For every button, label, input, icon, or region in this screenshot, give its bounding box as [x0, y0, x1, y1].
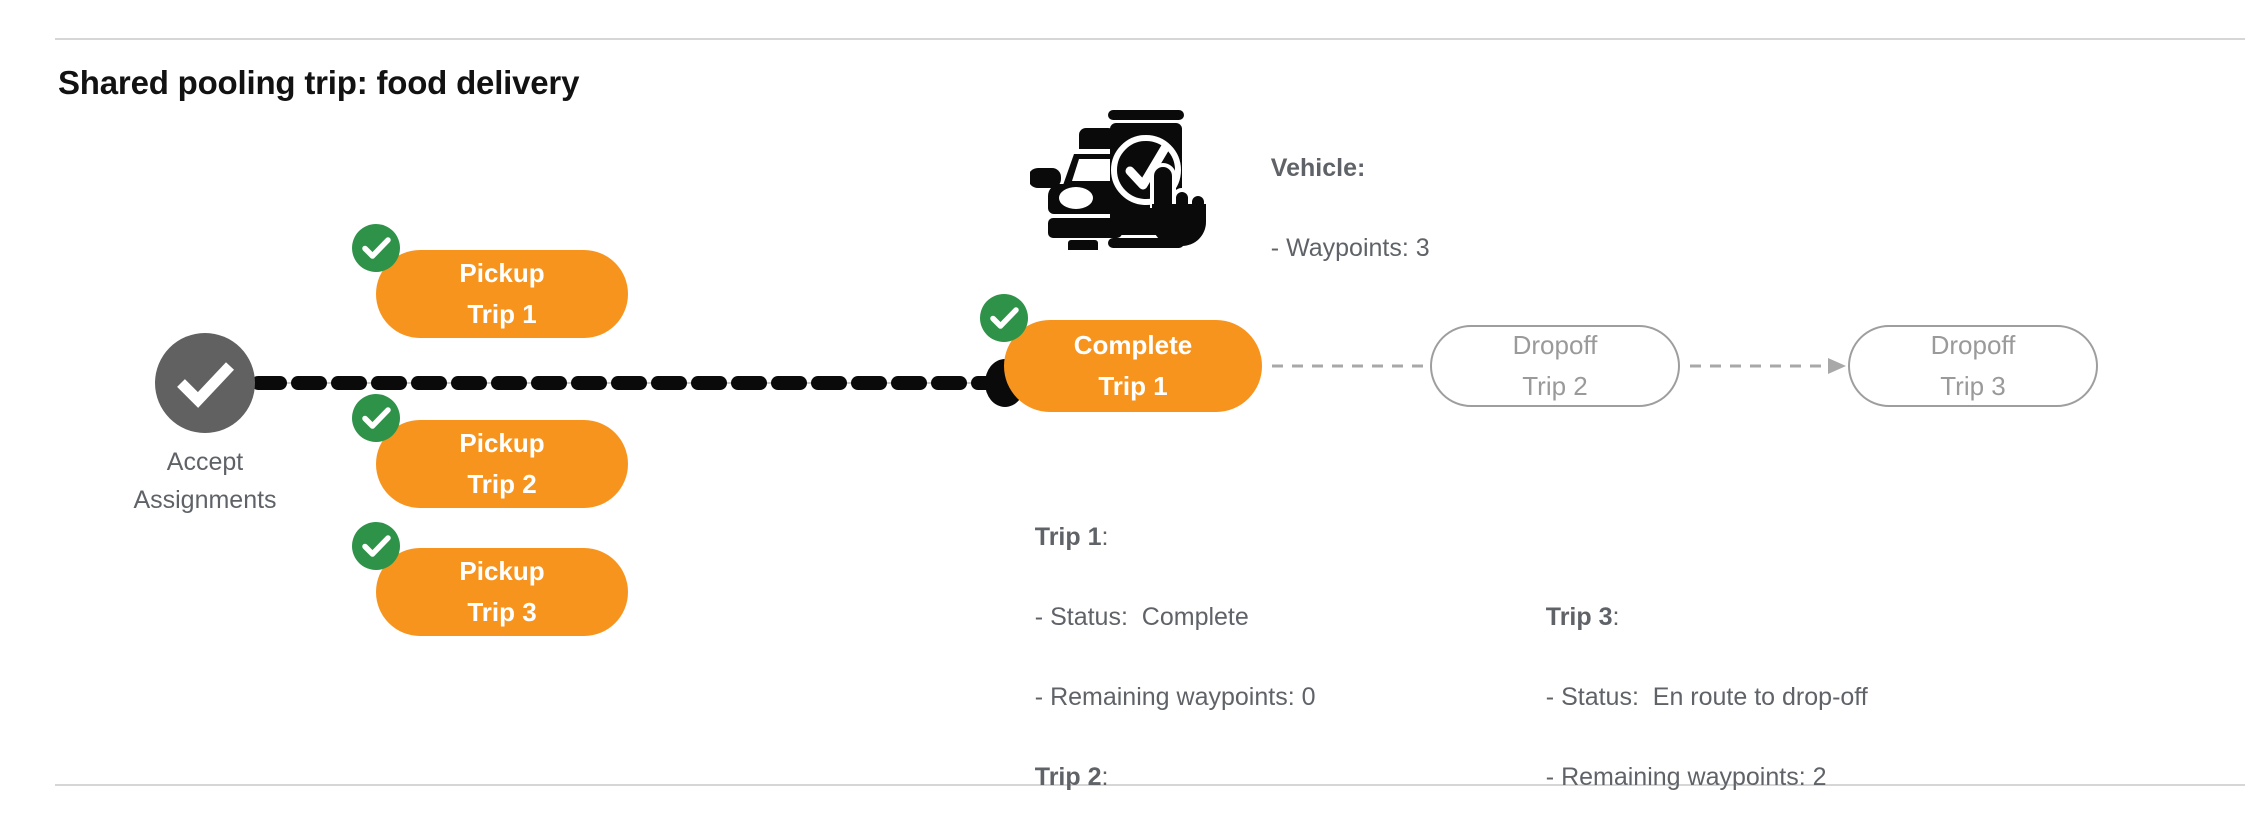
node-pickup-trip-3[interactable]: Pickup Trip 3	[352, 522, 628, 636]
trip-1-waypoints-line: - Remaining waypoints: 0	[1034, 683, 1316, 711]
arrowhead-icon	[1828, 358, 1846, 374]
completed-check-badge	[352, 394, 400, 442]
trip-3-waypoints-line: - Remaining waypoints: 2	[1545, 763, 1827, 791]
vehicle-waypoints-line: - Waypoints: 3	[1270, 234, 1430, 262]
vehicle-info-heading: Vehicle:	[1270, 154, 1366, 182]
pickup-3-line1: Pickup	[459, 556, 545, 586]
bottom-divider	[55, 784, 2245, 786]
pickup-3-line2: Trip 3	[467, 597, 537, 627]
pickup-2-line1: Pickup	[459, 428, 545, 458]
trip-2-heading-colon: :	[1101, 763, 1109, 791]
top-divider	[55, 38, 2245, 40]
node-dropoff-trip-3[interactable]: Dropoff Trip 3	[1848, 325, 2098, 407]
pickup-2-line2: Trip 2	[467, 469, 537, 499]
node-accept-assignments[interactable]: Accept Assignments	[133, 333, 277, 514]
trip-2-heading: Trip 2	[1034, 763, 1102, 791]
accept-label-line2: Assignments	[133, 486, 277, 514]
page-title: Shared pooling trip: food delivery	[58, 64, 580, 101]
vehicle-info-block: Vehicle: - Waypoints: 3	[1243, 108, 1430, 308]
trip-3-info-block: Trip 3: - Status: En route to drop-off -…	[1518, 557, 1868, 825]
node-pickup-trip-2[interactable]: Pickup Trip 2	[352, 394, 628, 508]
node-complete-trip-1[interactable]: Complete Trip 1	[980, 294, 1262, 412]
accept-label-line1: Accept	[166, 448, 244, 476]
dropoff-3-line1: Dropoff	[1930, 330, 2016, 360]
trip-3-heading: Trip 3	[1545, 603, 1613, 631]
node-dropoff-trip-2[interactable]: Dropoff Trip 2	[1430, 325, 1680, 407]
trip-1-status-line: - Status: Complete	[1034, 603, 1249, 631]
trip-3-status-line: - Status: En route to drop-off	[1545, 683, 1868, 711]
pickup-1-line2: Trip 1	[467, 299, 537, 329]
dropoff-2-line1: Dropoff	[1512, 330, 1598, 360]
completed-check-badge	[352, 522, 400, 570]
trip-1-2-info-block: Trip 1: - Status: Complete - Remaining w…	[1007, 477, 1357, 825]
trip-1-heading-colon: :	[1101, 523, 1109, 551]
node-pickup-trip-1[interactable]: Pickup Trip 1	[352, 224, 628, 338]
dropoff-3-line2: Trip 3	[1940, 371, 2006, 401]
complete-line2: Trip 1	[1098, 371, 1168, 401]
completed-check-badge	[352, 224, 400, 272]
dropoff-2-line2: Trip 2	[1522, 371, 1588, 401]
pickup-1-line1: Pickup	[459, 258, 545, 288]
accept-circle	[155, 333, 255, 433]
complete-line1: Complete	[1073, 330, 1193, 360]
trip-1-heading: Trip 1	[1034, 523, 1102, 551]
completed-check-badge	[980, 294, 1028, 342]
trip-3-heading-colon: :	[1612, 603, 1620, 631]
car-phone-check-icon	[1028, 80, 1210, 254]
accept-assignments-label: Accept Assignments	[95, 443, 315, 519]
